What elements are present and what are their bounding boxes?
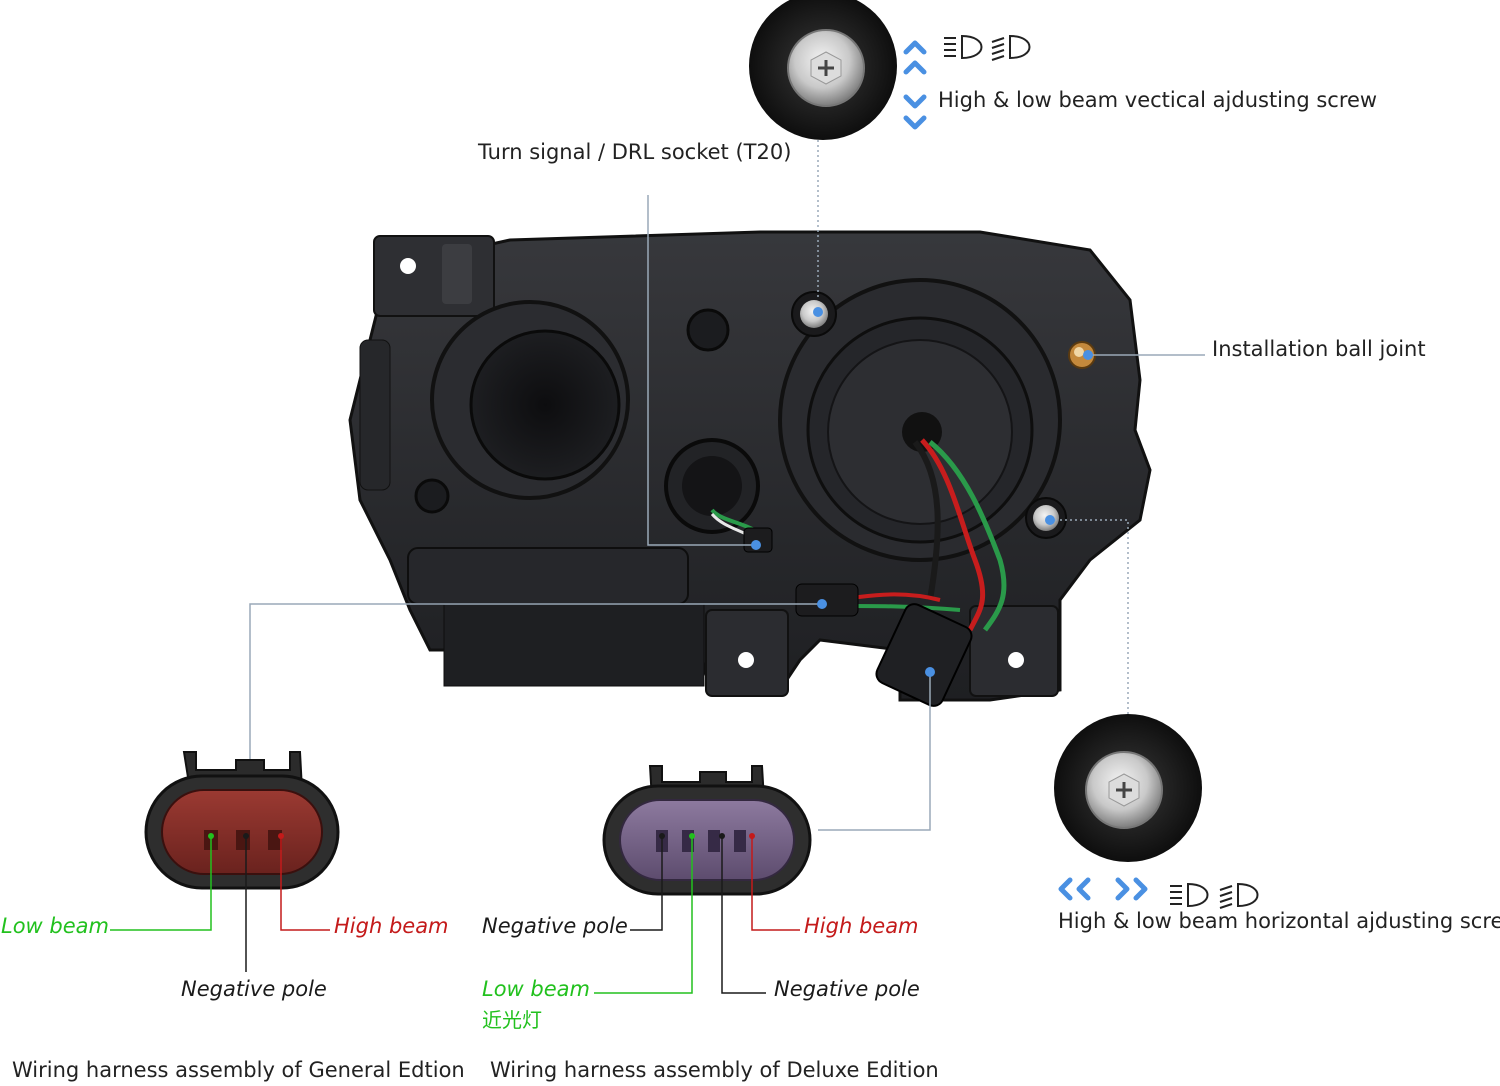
general-negative-pole-label: Negative pole	[181, 977, 327, 1001]
up-down-arrows-icon	[903, 40, 927, 130]
headlight-beam-icon	[1170, 882, 1259, 909]
leader-lines	[249, 130, 1205, 831]
general-low-beam-label: Low beam	[1, 914, 109, 938]
general-pin-lines	[110, 833, 330, 972]
wiring	[710, 438, 1007, 707]
deluxe-pin-lines	[594, 833, 800, 994]
horizontal-screw-zoom	[1054, 714, 1202, 862]
general-edition-caption: Wiring harness assembly of General Edtio…	[12, 1058, 465, 1082]
general-edition-connector	[144, 751, 340, 890]
installation-ball-joint-label: Installation ball joint	[1212, 337, 1426, 361]
deluxe-high-beam-label: High beam	[804, 914, 919, 938]
turn-signal-socket-label: Turn signal / DRL socket (T20)	[478, 140, 792, 164]
left-right-arrows-icon	[1058, 877, 1148, 901]
deluxe-edition-connector	[602, 765, 812, 896]
deluxe-edition-caption: Wiring harness assembly of Deluxe Editio…	[490, 1058, 939, 1082]
headlight-housing	[348, 230, 1152, 702]
deluxe-negative-pole-left-label: Negative pole	[482, 914, 628, 938]
vertical-screw-zoom	[749, 0, 897, 140]
headlight-beam-icon	[944, 34, 1031, 61]
deluxe-negative-pole-right-label: Negative pole	[774, 977, 920, 1001]
horizontal-adjusting-screw-label: High & low beam horizontal ajdusting scr…	[1058, 909, 1500, 933]
deluxe-low-beam-label: Low beam	[482, 977, 590, 1001]
deluxe-low-beam-cn-label: 近光灯	[482, 1008, 542, 1032]
general-high-beam-label: High beam	[334, 914, 449, 938]
vertical-adjusting-screw-label: High & low beam vectical ajdusting screw	[938, 88, 1378, 112]
